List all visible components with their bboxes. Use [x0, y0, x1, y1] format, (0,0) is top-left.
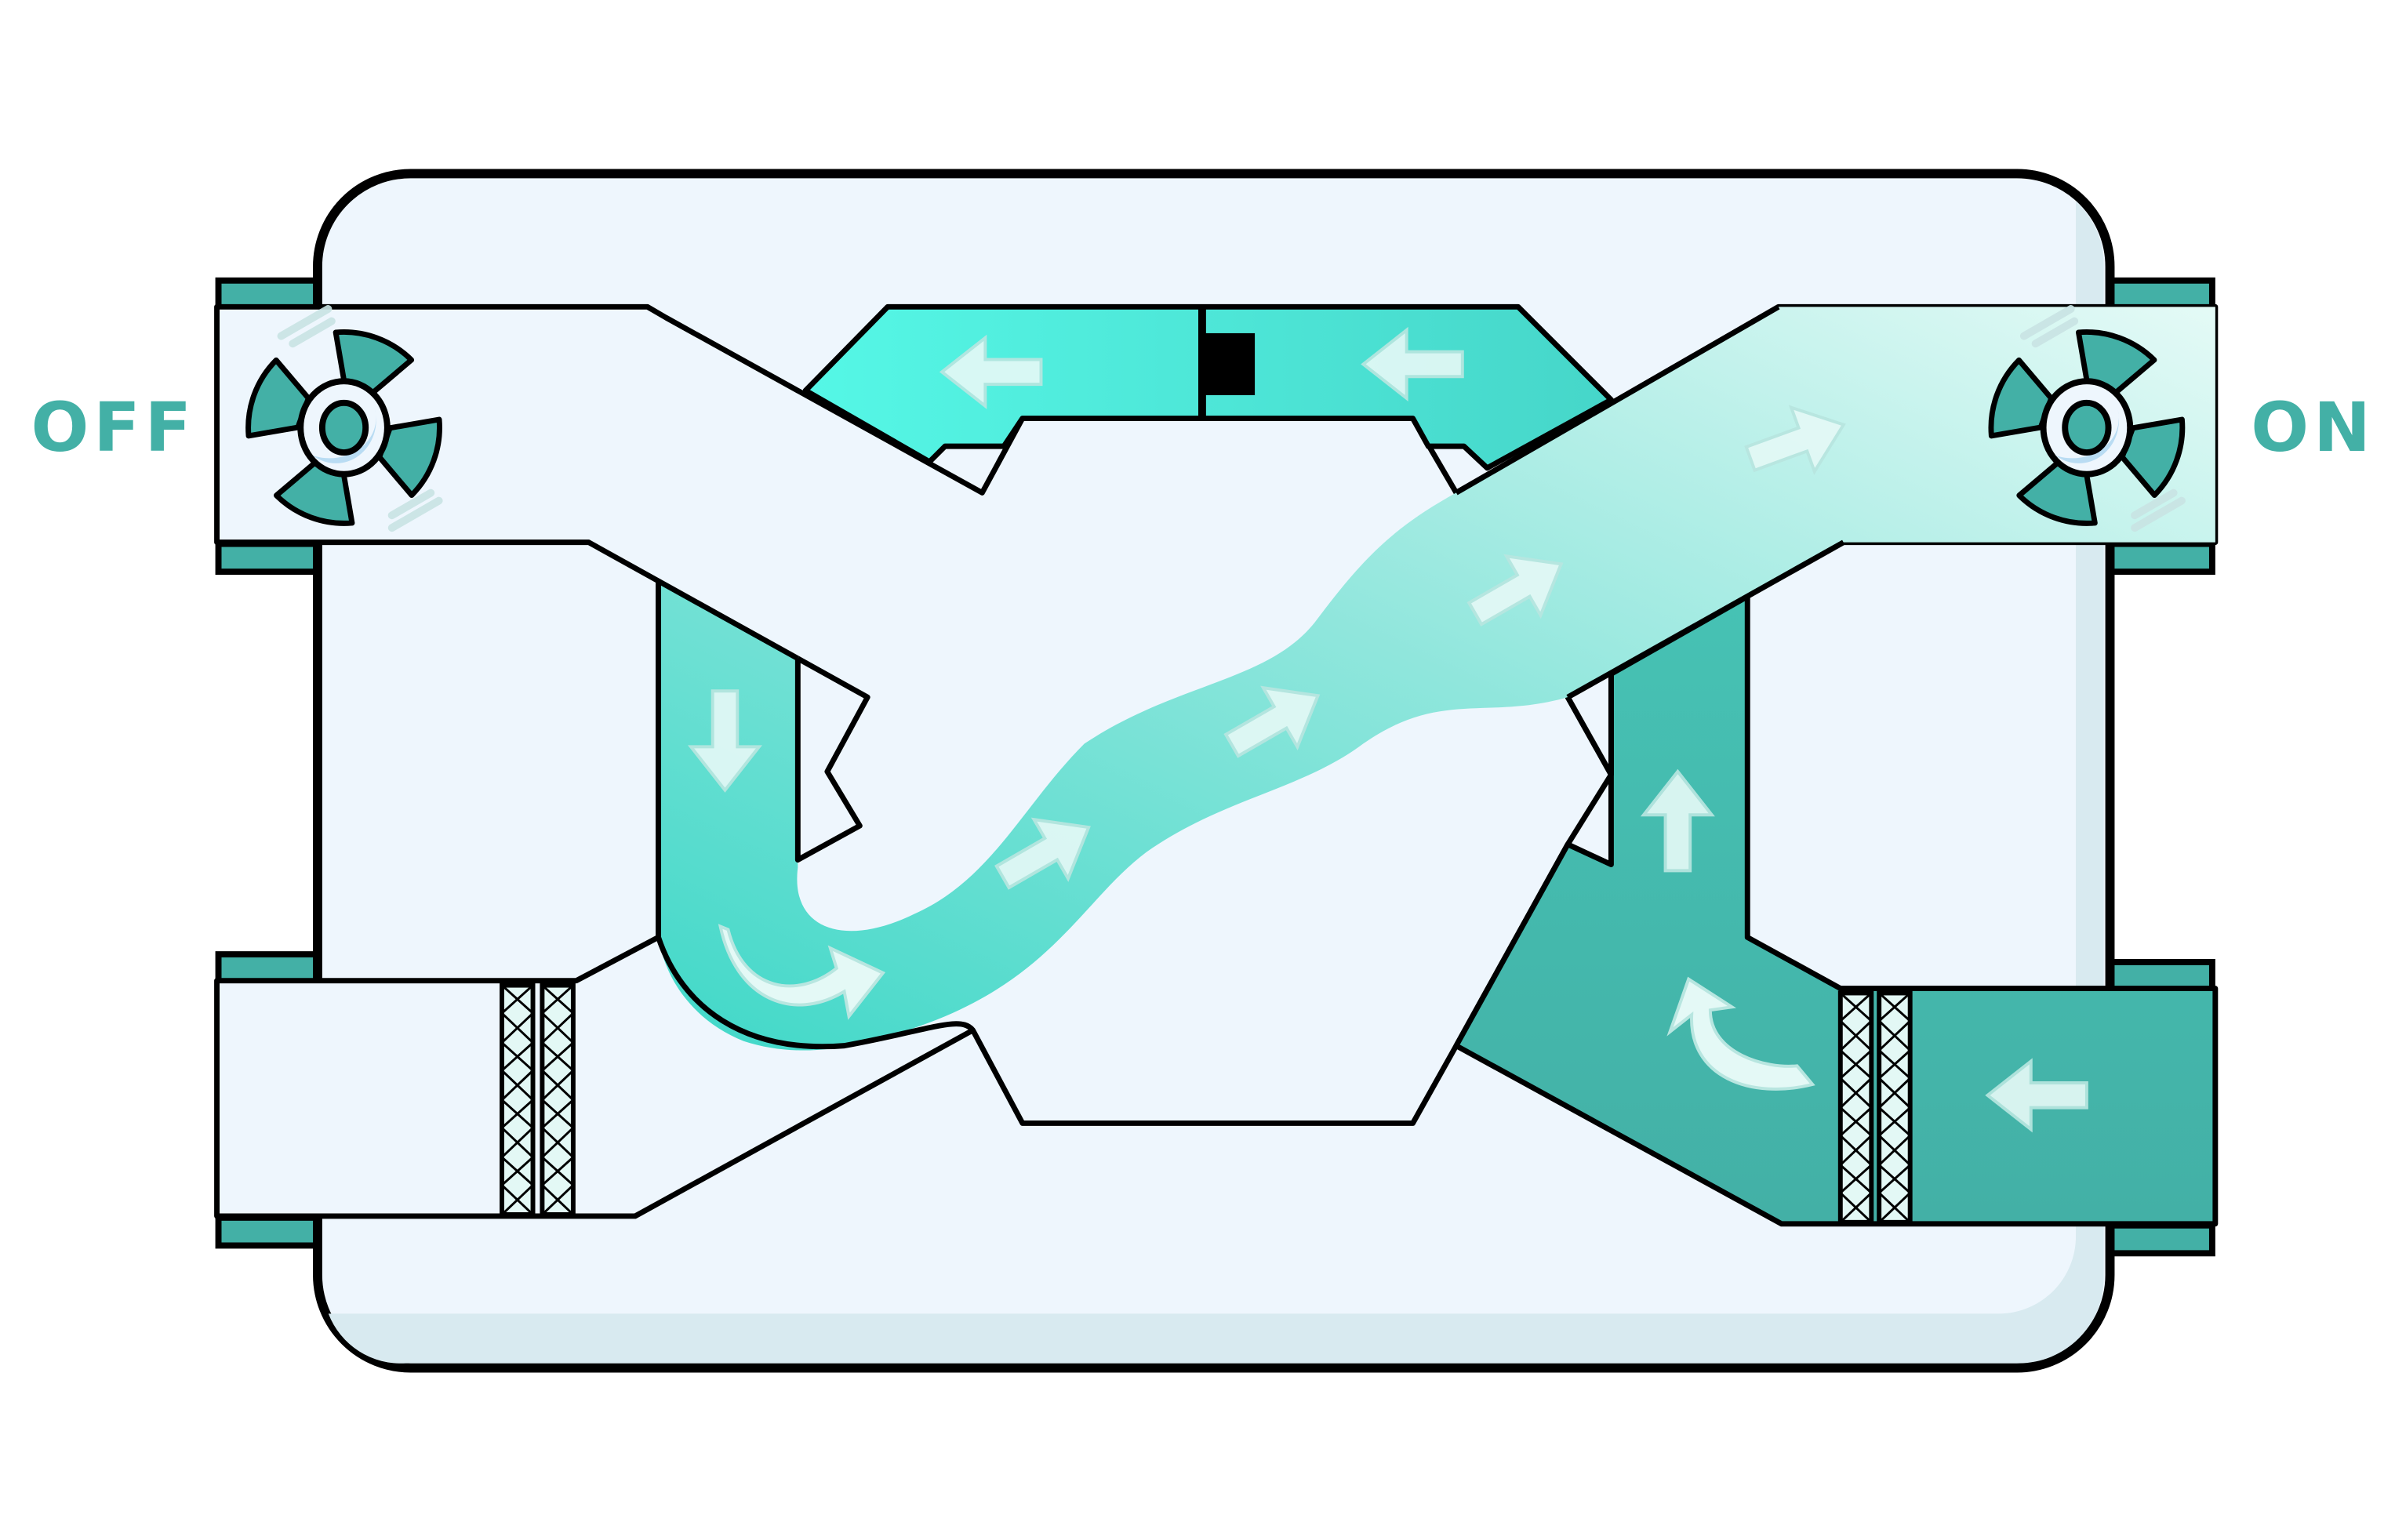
bypass-duct [802, 303, 1614, 471]
left-fan-state-label: OFF [31, 388, 196, 467]
airflow-arrow-icon [689, 329, 2088, 1131]
duct-flanges [215, 277, 2215, 1257]
right-fan-state-label: ON [2251, 388, 2375, 467]
damper-icon [1205, 332, 1256, 395]
